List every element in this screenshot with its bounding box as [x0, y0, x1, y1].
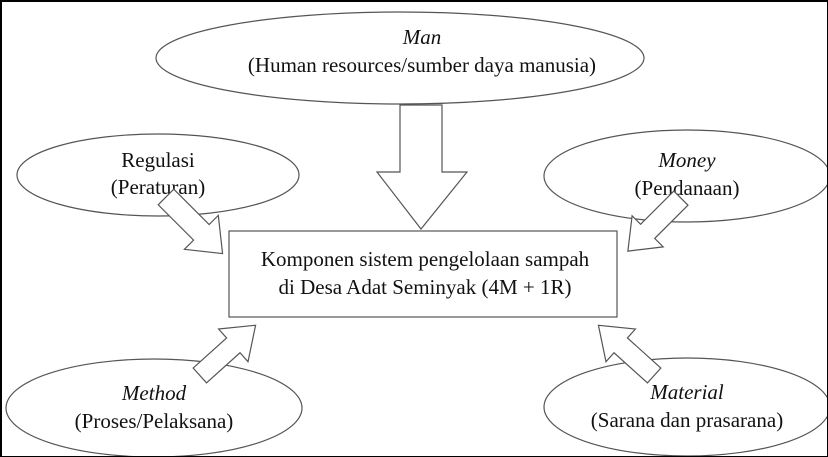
method-ellipse: [5, 358, 303, 456]
arrow-material-to-center: [597, 324, 662, 384]
material-subtitle: (Sarana dan prasarana): [591, 408, 783, 432]
center-box: [228, 230, 618, 318]
method-title: Method: [121, 381, 187, 405]
arrow-man-to-center: [375, 104, 469, 230]
method-subtitle: (Proses/Pelaksana): [75, 409, 234, 433]
arrow-method-to-center: [192, 324, 257, 384]
regulasi-ellipse: [16, 133, 300, 217]
man-subtitle: (Human resources/sumber daya manusia): [248, 53, 596, 77]
money-title: Money: [657, 148, 716, 172]
arrow-money-to-center: [627, 190, 689, 252]
arrow-regulasi-to-center: [157, 188, 224, 255]
regulasi-subtitle: (Peraturan): [111, 175, 205, 199]
money-subtitle: (Pendanaan): [635, 176, 740, 200]
material-title: Material: [649, 380, 724, 404]
man-title: Man: [402, 25, 442, 49]
center-line-2: di Desa Adat Seminyak (4M + 1R): [279, 275, 572, 299]
material-ellipse: [543, 357, 827, 456]
center-line-1: Komponen sistem pengelolaan sampah: [261, 247, 590, 271]
regulasi-title: Regulasi: [121, 148, 195, 172]
man-ellipse: [155, 11, 645, 105]
money-ellipse: [543, 129, 827, 223]
